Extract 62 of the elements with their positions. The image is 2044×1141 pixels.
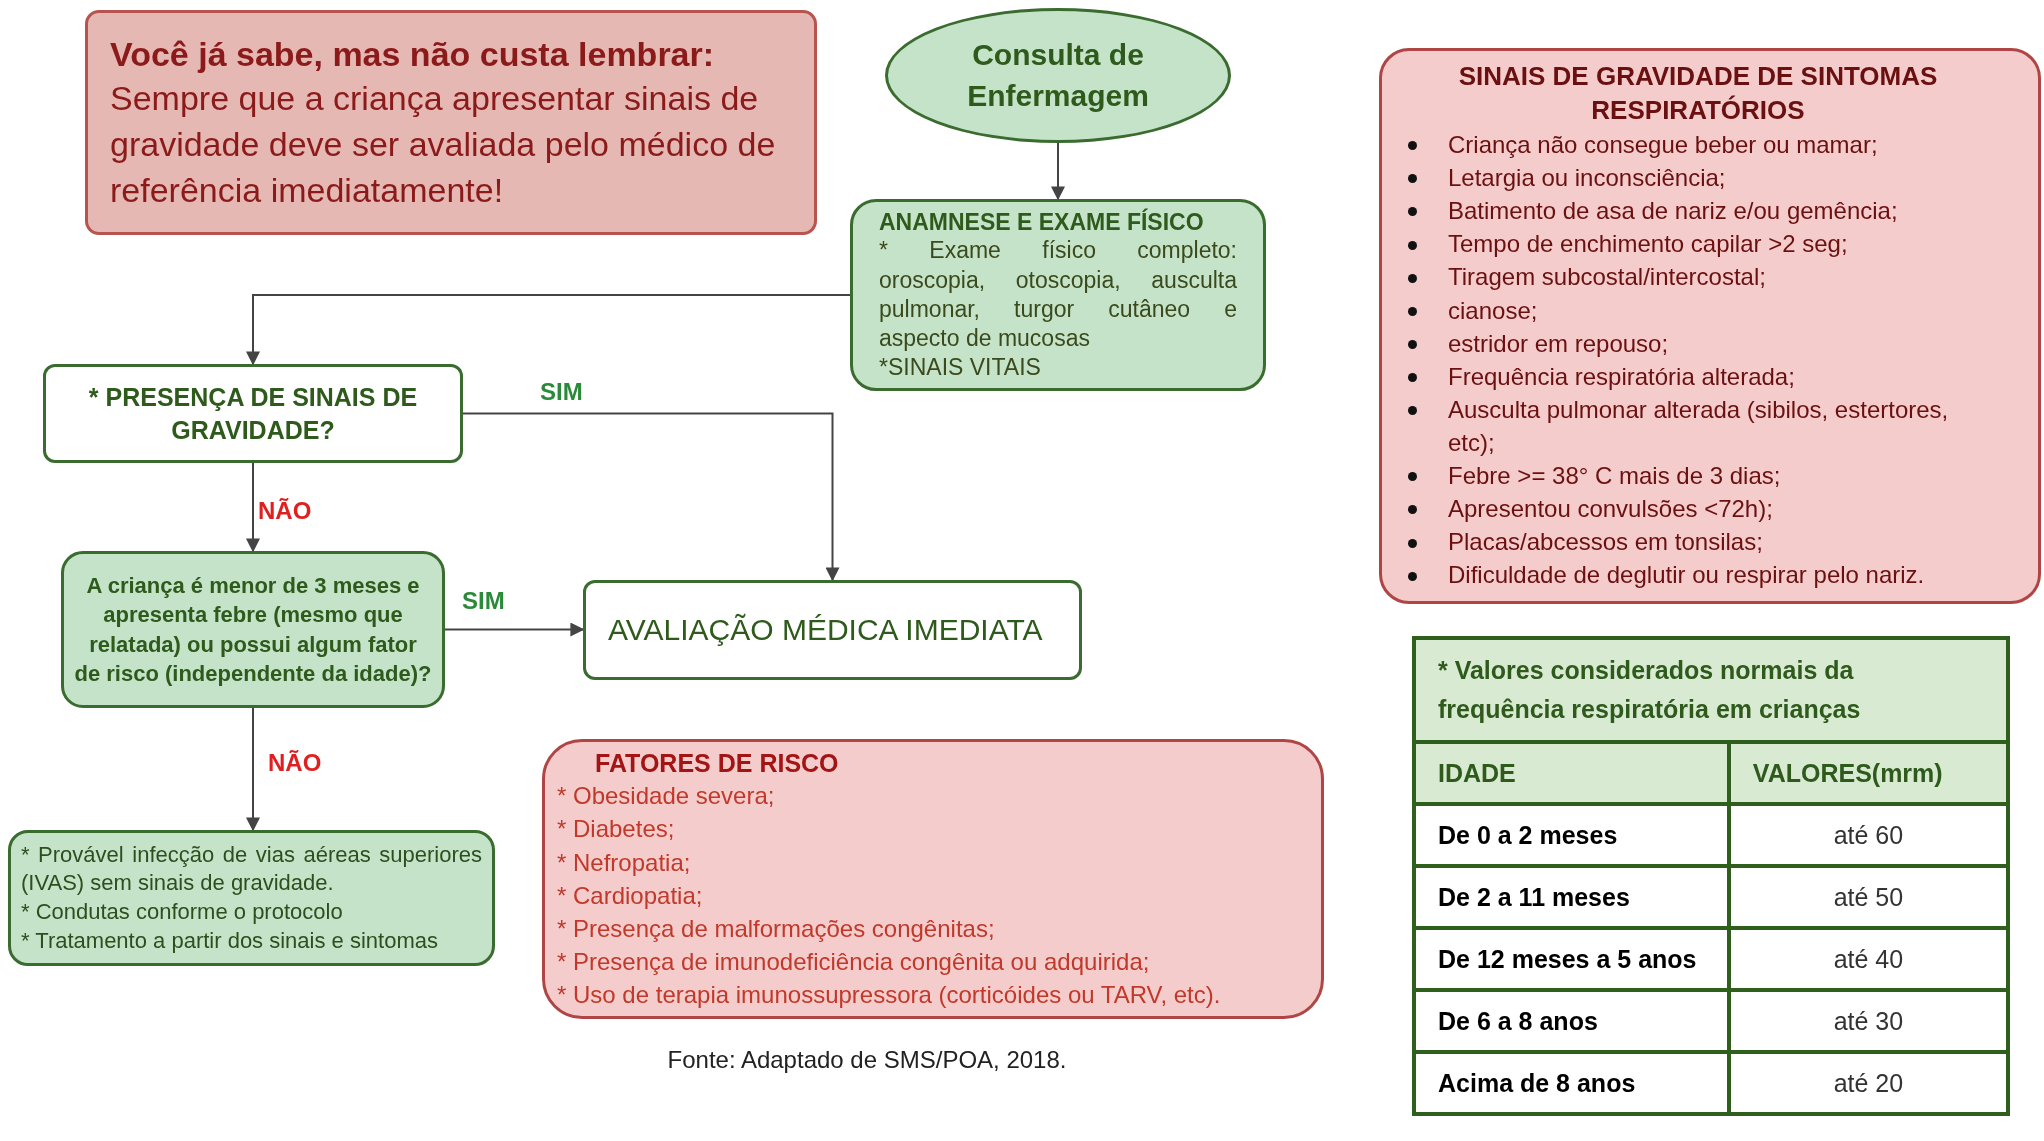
box-heading: SINAIS DE GRAVIDADE DE SINTOMAS RESPIRATÓRIOS (1457, 60, 1939, 128)
column-header: IDADE (1414, 742, 1729, 804)
warning-signs-box (1379, 48, 2041, 604)
list-item: Placas/abcessos em tonsilas; (1398, 525, 1998, 559)
row-header: De 12 meses a 5 anos (1414, 928, 1729, 990)
list-item: * Uso de terapia imunossupressora (corticóides ou TARV, etc). (557, 980, 1222, 1011)
list-item: Frequência respiratória alterada; (1398, 359, 1998, 393)
list-item: estridor em repouso; (1398, 326, 1998, 360)
arrow (246, 707, 260, 832)
node-text: * Provável infecção de vias aéreas superiores (IVAS) sem sinais de gravidade. (21, 840, 482, 898)
list-item: Tiragem subcostal/intercostal; (1398, 260, 1998, 294)
list-item: Febre >= 38° C mais de 3 dias; (1398, 459, 1998, 493)
decision-box (61, 551, 445, 708)
list-item: * Presença de imunodeficiência congênita ou adquirida; (557, 946, 1151, 977)
list-item: * Nefropatia; (557, 847, 692, 878)
row-header: De 0 a 2 meses (1414, 804, 1729, 866)
list-item: cianose; (1398, 293, 1998, 327)
note-box (85, 10, 817, 235)
list-item: * Obesidade severa; (557, 781, 776, 812)
arrow (462, 412, 840, 582)
arrow (246, 462, 260, 553)
list-item: * Diabetes; (557, 814, 676, 845)
outcome-box (583, 580, 1082, 680)
note-heading: Você já sabe, mas não custa lembrar: (110, 33, 716, 75)
row-header: De 2 a 11 meses (1414, 866, 1729, 928)
node-text: AVALIAÇÃO MÉDICA IMEDIATA (608, 612, 1044, 648)
row-header: Acima de 8 anos (1414, 1052, 1729, 1114)
node-text: A criança é menor de 3 meses e apresenta febre (mesmo que relatada) ou possui algum fator de risco (independente da idade)? (74, 572, 432, 688)
outcome-box (8, 830, 495, 966)
source-caption: Fonte: Adaptado de SMS/POA, 2018. (667, 1046, 1067, 1074)
list-item: Tempo de enchimento capilar >2 seg; (1398, 227, 1998, 261)
arrow (444, 622, 585, 637)
list-item: Criança não consegue beber ou mamar; (1398, 128, 1998, 162)
table-value: até 30 (1728, 990, 2008, 1052)
arrow (246, 294, 851, 366)
note-text: Sempre que a criança apresentar sinais de gravidade deve ser avaliada pelo médico de referência imediatamente! (110, 77, 777, 211)
list-item: Dificuldade de deglutir ou respirar pelo nariz. (1398, 558, 1998, 592)
body-text: * Exame físico completo: oroscopia, otoscopia, ausculta pulmonar, turgor cutâneo e aspecto de mucosas (879, 236, 1237, 353)
box-heading: FATORES DE RISCO (594, 747, 840, 779)
list-item: * Presença de malformações congênitas; (557, 913, 996, 944)
process-box (850, 199, 1266, 391)
table-value: até 40 (1728, 928, 2008, 990)
node-text: * PRESENÇA DE SINAIS DE GRAVIDADE? (87, 382, 419, 446)
column-header: VALORES(mrm) (1728, 742, 2008, 804)
risk-factors-box (542, 739, 1324, 1019)
table-value: até 20 (1728, 1052, 2008, 1114)
decision-box (43, 364, 463, 463)
node-text: * Condutas conforme o protocolo (21, 898, 344, 926)
node-text: Consulta de Enfermagem (966, 37, 1150, 114)
row-header: De 6 a 8 anos (1414, 990, 1729, 1052)
list-item: Batimento de asa de nariz e/ou gemência; (1398, 194, 1998, 228)
table-value: até 60 (1728, 804, 2008, 866)
list-item: Ausculta pulmonar alterada (sibilos, estertores, etc); (1398, 392, 1998, 460)
list-item: Letargia ou inconsciência; (1398, 161, 1998, 195)
table-title: * Valores considerados normais da frequência respiratória em crianças (1414, 638, 2008, 742)
list-item: Apresentou convulsões <72h); (1398, 492, 1998, 526)
body-text: *SINAIS VITAIS (879, 353, 1042, 383)
table-value: até 50 (1728, 866, 2008, 928)
node-text: * Tratamento a partir dos sinais e sintomas (21, 926, 439, 955)
arrow (1051, 142, 1065, 201)
list-item: * Cardiopatia; (557, 880, 704, 911)
box-heading: ANAMNESE E EXAME FÍSICO (879, 207, 1205, 237)
